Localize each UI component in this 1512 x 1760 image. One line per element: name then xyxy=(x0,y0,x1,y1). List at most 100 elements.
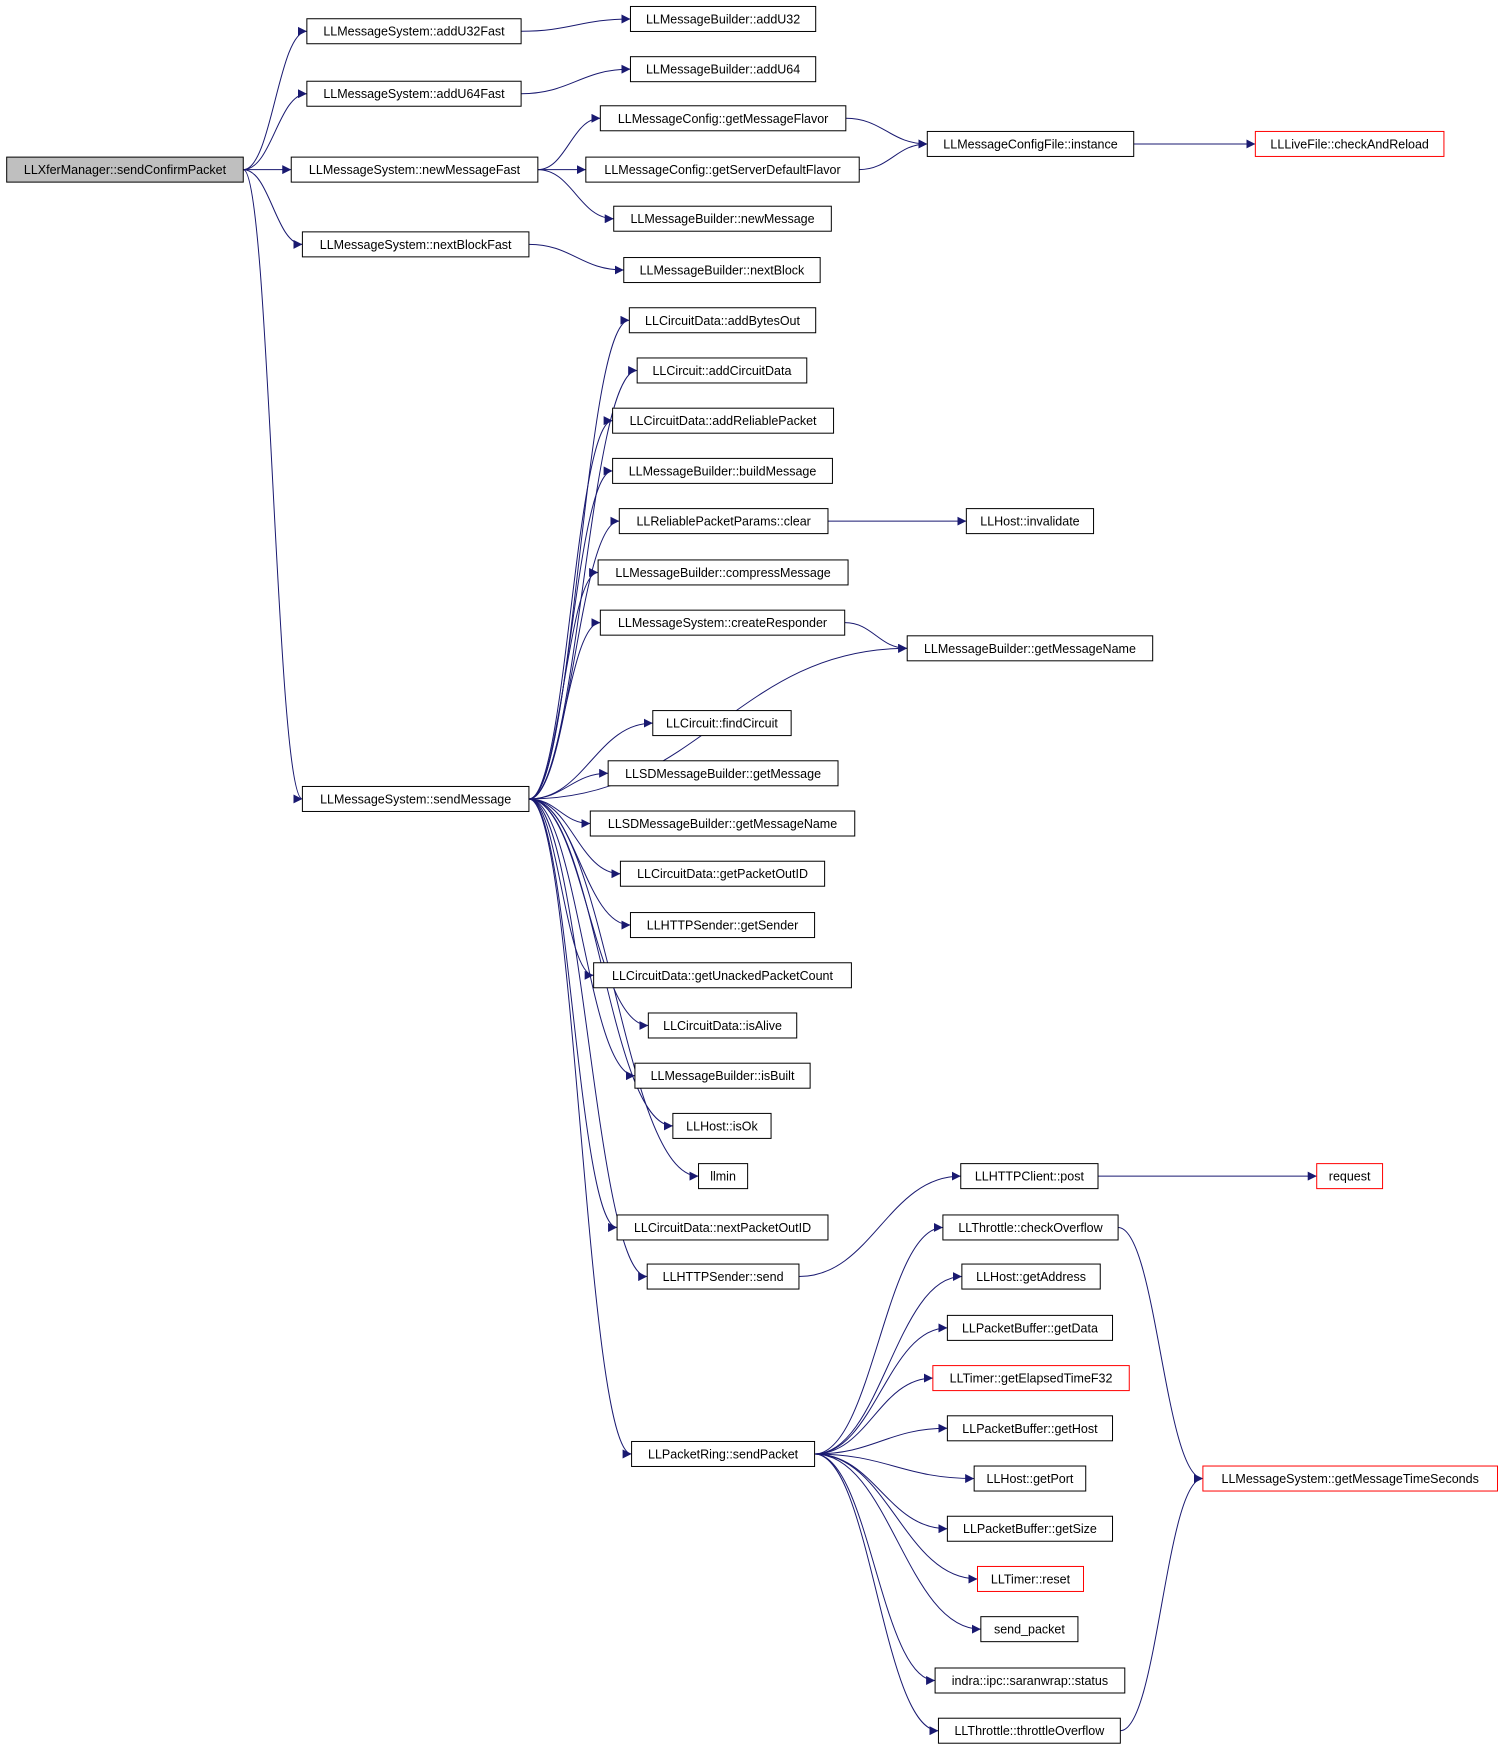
edge-getMessageFlavor-to-configInstance xyxy=(845,117,928,149)
edge-addU64Fast-to-addU64 xyxy=(521,64,631,95)
node-box xyxy=(980,1616,1079,1643)
node-box xyxy=(618,508,829,535)
node-getPacketOutID[interactable]: LLCircuitData::getPacketOutID xyxy=(619,860,826,887)
edge-sendMessage-to-findCircuit xyxy=(528,718,653,800)
node-httpPost[interactable]: LLHTTPClient::post xyxy=(960,1163,1099,1190)
edge-addU32Fast-to-addU32 xyxy=(521,14,631,32)
edge-sendMessage-to-createResponder xyxy=(528,618,601,800)
node-hostIsOk[interactable]: LLHost::isOk xyxy=(672,1112,772,1139)
node-label: send_packet xyxy=(994,1623,1065,1637)
node-getPort[interactable]: LLHost::getPort xyxy=(973,1465,1087,1492)
node-sdGetMessageName[interactable]: LLSDMessageBuilder::getMessageName xyxy=(589,810,856,837)
node-label: LLCircuit::addCircuitData xyxy=(652,364,791,378)
node-box xyxy=(612,407,835,434)
node-addBytesOut[interactable]: LLCircuitData::addBytesOut xyxy=(628,307,817,334)
node-getHost[interactable]: LLPacketBuffer::getHost xyxy=(946,1415,1114,1442)
node-hostInvalidate[interactable]: LLHost::invalidate xyxy=(965,508,1095,535)
node-label: LLMessageSystem::newMessageFast xyxy=(309,163,521,177)
edge-ringSendPacket-to-getPort xyxy=(814,1453,975,1484)
node-compressMessage[interactable]: LLMessageBuilder::compressMessage xyxy=(597,559,849,586)
node-label: LLPacketRing::sendPacket xyxy=(648,1447,799,1461)
edge-newMessageFast-to-getMessageFlavor xyxy=(537,113,601,171)
node-label: LLTimer::getElapsedTimeF32 xyxy=(950,1372,1113,1386)
node-nextBlockFast[interactable]: LLMessageSystem::nextBlockFast xyxy=(301,231,530,258)
edge-sendConfirmPacket-to-nextBlockFast xyxy=(243,169,303,249)
node-sendMessage[interactable]: LLMessageSystem::sendMessage xyxy=(301,785,530,812)
node-findCircuit[interactable]: LLCircuit::findCircuit xyxy=(652,710,792,737)
node-label: LLHost::getPort xyxy=(987,1472,1074,1486)
node-label: LLCircuitData::nextPacketOutID xyxy=(634,1221,811,1235)
node-throttleOverflow[interactable]: LLThrottle::throttleOverflow xyxy=(937,1717,1121,1744)
node-getMessageName[interactable]: LLMessageBuilder::getMessageName xyxy=(906,635,1154,662)
node-getMessageTimeSeconds[interactable]: LLMessageSystem::getMessageTimeSeconds xyxy=(1202,1465,1498,1492)
node-label: LLHTTPSender::send xyxy=(663,1270,784,1284)
edge-sendMessage-to-getUnackedPacketCount xyxy=(528,798,594,980)
edge-ringSendPacket-to-sendPacketFn xyxy=(814,1453,981,1634)
node-sendPacketFn[interactable]: send_packet xyxy=(980,1616,1079,1643)
node-httpSend[interactable]: LLHTTPSender::send xyxy=(646,1263,800,1290)
node-label: LLHTTPSender::getSender xyxy=(647,919,798,933)
node-llmin[interactable]: llmin xyxy=(698,1163,749,1190)
edge-sendMessage-to-sdGetMessage xyxy=(528,768,609,800)
node-addU64[interactable]: LLMessageBuilder::addU64 xyxy=(629,56,817,83)
node-box xyxy=(607,760,839,787)
node-isAlive[interactable]: LLCircuitData::isAlive xyxy=(647,1012,798,1039)
node-buildMessage[interactable]: LLMessageBuilder::buildMessage xyxy=(612,457,833,484)
node-box xyxy=(976,1565,1085,1592)
node-label: LLCircuitData::getUnackedPacketCount xyxy=(612,969,833,983)
node-ringSendPacket[interactable]: LLPacketRing::sendPacket xyxy=(631,1440,816,1467)
node-getSender[interactable]: LLHTTPSender::getSender xyxy=(629,912,816,939)
node-request[interactable]: request xyxy=(1316,1163,1384,1190)
node-box xyxy=(306,18,522,45)
edge-ringSendPacket-to-getData xyxy=(814,1323,948,1455)
node-configInstance[interactable]: LLMessageConfigFile::instance xyxy=(926,130,1135,157)
node-label: LLMessageSystem::addU64Fast xyxy=(323,87,505,101)
node-getData[interactable]: LLPacketBuffer::getData xyxy=(946,1314,1114,1341)
node-checkAndReload[interactable]: LLLiveFile::checkAndReload xyxy=(1254,130,1445,157)
edge-sendMessage-to-ringSendPacket xyxy=(528,798,632,1459)
node-getMessageFlavor[interactable]: LLMessageConfig::getMessageFlavor xyxy=(599,105,847,132)
node-label: indra::ipc::saranwrap::status xyxy=(952,1674,1108,1688)
node-label: LLMessageBuilder::nextBlock xyxy=(640,264,805,278)
node-sendConfirmPacket[interactable]: LLXferManager::sendConfirmPacket xyxy=(6,156,244,183)
node-addCircuitData[interactable]: LLCircuit::addCircuitData xyxy=(636,357,808,384)
node-addU32Fast[interactable]: LLMessageSystem::addU32Fast xyxy=(306,18,522,45)
node-newMessage[interactable]: LLMessageBuilder::newMessage xyxy=(613,205,832,232)
node-newMessageFast[interactable]: LLMessageSystem::newMessageFast xyxy=(290,156,539,183)
node-createResponder[interactable]: LLMessageSystem::createResponder xyxy=(599,609,846,636)
edge-checkOverflow-to-getMessageTimeSeconds xyxy=(1118,1226,1203,1483)
node-label: LLMessageSystem::createResponder xyxy=(618,616,827,630)
node-getElapsedTimeF32[interactable]: LLTimer::getElapsedTimeF32 xyxy=(932,1365,1130,1392)
node-saranwrapStatus[interactable]: indra::ipc::saranwrap::status xyxy=(934,1667,1126,1694)
node-label: LLXferManager::sendConfirmPacket xyxy=(24,163,227,177)
node-addU32[interactable]: LLMessageBuilder::addU32 xyxy=(629,5,817,32)
node-box xyxy=(619,860,826,887)
edge-getServerDefaultFlavor-to-configInstance xyxy=(859,139,928,171)
node-checkOverflow[interactable]: LLThrottle::checkOverflow xyxy=(942,1214,1119,1241)
node-label: LLMessageConfig::getServerDefaultFlavor xyxy=(604,163,840,177)
node-label: LLCircuitData::addBytesOut xyxy=(645,314,800,328)
node-rppClear[interactable]: LLReliablePacketParams::clear xyxy=(618,508,829,535)
node-box xyxy=(634,1062,811,1089)
node-getServerDefaultFlavor[interactable]: LLMessageConfig::getServerDefaultFlavor xyxy=(585,156,860,183)
node-box xyxy=(631,1440,816,1467)
node-label: LLMessageBuilder::isBuilt xyxy=(651,1069,795,1083)
node-getSize[interactable]: LLPacketBuffer::getSize xyxy=(946,1515,1114,1542)
node-timerReset[interactable]: LLTimer::reset xyxy=(976,1565,1085,1592)
node-addReliablePacket[interactable]: LLCircuitData::addReliablePacket xyxy=(612,407,835,434)
node-nextPacketOutID[interactable]: LLCircuitData::nextPacketOutID xyxy=(616,1214,829,1241)
edge-throttleOverflow-to-getMessageTimeSeconds xyxy=(1120,1474,1203,1732)
node-getUnackedPacketCount[interactable]: LLCircuitData::getUnackedPacketCount xyxy=(593,962,852,989)
node-box xyxy=(629,56,817,83)
node-box xyxy=(946,1314,1114,1341)
node-getAddress[interactable]: LLHost::getAddress xyxy=(961,1263,1101,1290)
node-nextBlock[interactable]: LLMessageBuilder::nextBlock xyxy=(623,257,821,284)
node-box xyxy=(906,635,1154,662)
node-isBuilt[interactable]: LLMessageBuilder::isBuilt xyxy=(634,1062,811,1089)
node-box xyxy=(960,1163,1099,1190)
node-box xyxy=(616,1214,829,1241)
node-addU64Fast[interactable]: LLMessageSystem::addU64Fast xyxy=(306,80,522,107)
node-label: LLPacketBuffer::getSize xyxy=(963,1522,1097,1536)
node-sdGetMessage[interactable]: LLSDMessageBuilder::getMessage xyxy=(607,760,839,787)
